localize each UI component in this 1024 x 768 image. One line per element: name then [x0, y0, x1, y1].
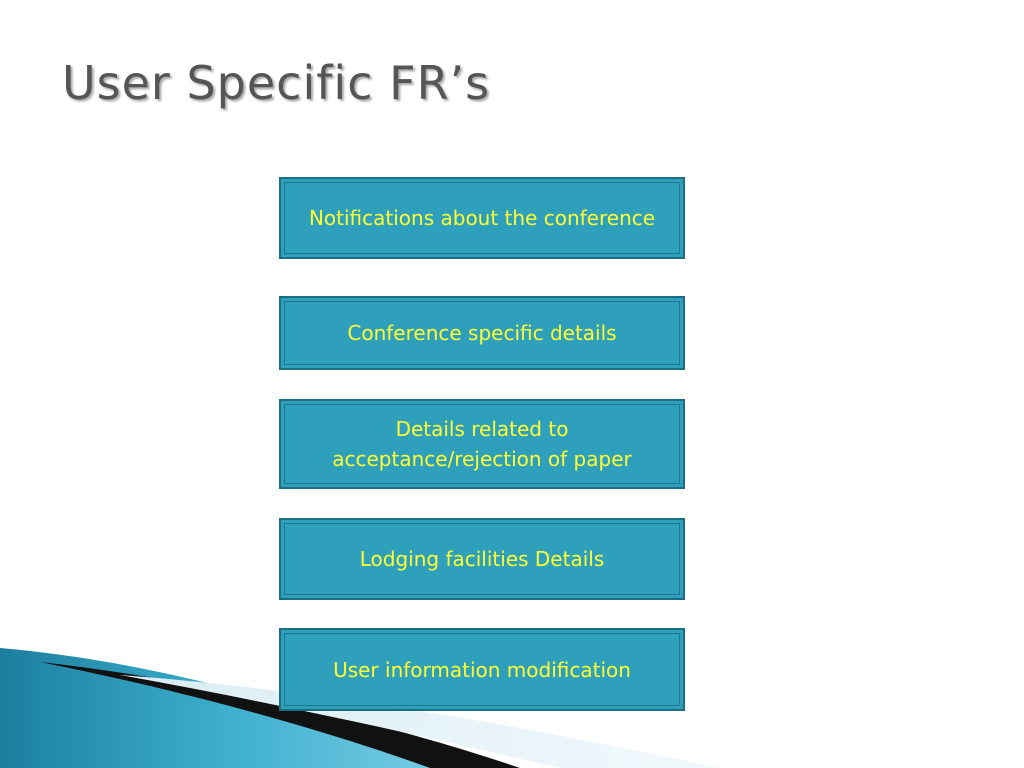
requirement-box-user-info: User information modification — [279, 628, 685, 711]
requirement-label: Notifications about the conference — [308, 206, 656, 230]
requirement-label: Lodging facilities Details — [359, 547, 605, 571]
requirement-box-notifications: Notifications about the conference — [279, 177, 685, 259]
requirement-label: User information modification — [333, 657, 631, 682]
requirement-box-lodging: Lodging facilities Details — [279, 518, 685, 600]
requirement-box-paper-status: Details related to acceptance/rejection … — [279, 399, 685, 489]
requirement-box-conference-details: Conference specific details — [279, 296, 685, 370]
requirement-label: Details related to acceptance/rejection … — [332, 417, 632, 471]
slide-title: User Specific FR’s — [62, 56, 491, 110]
requirement-label: Conference specific details — [347, 321, 617, 345]
